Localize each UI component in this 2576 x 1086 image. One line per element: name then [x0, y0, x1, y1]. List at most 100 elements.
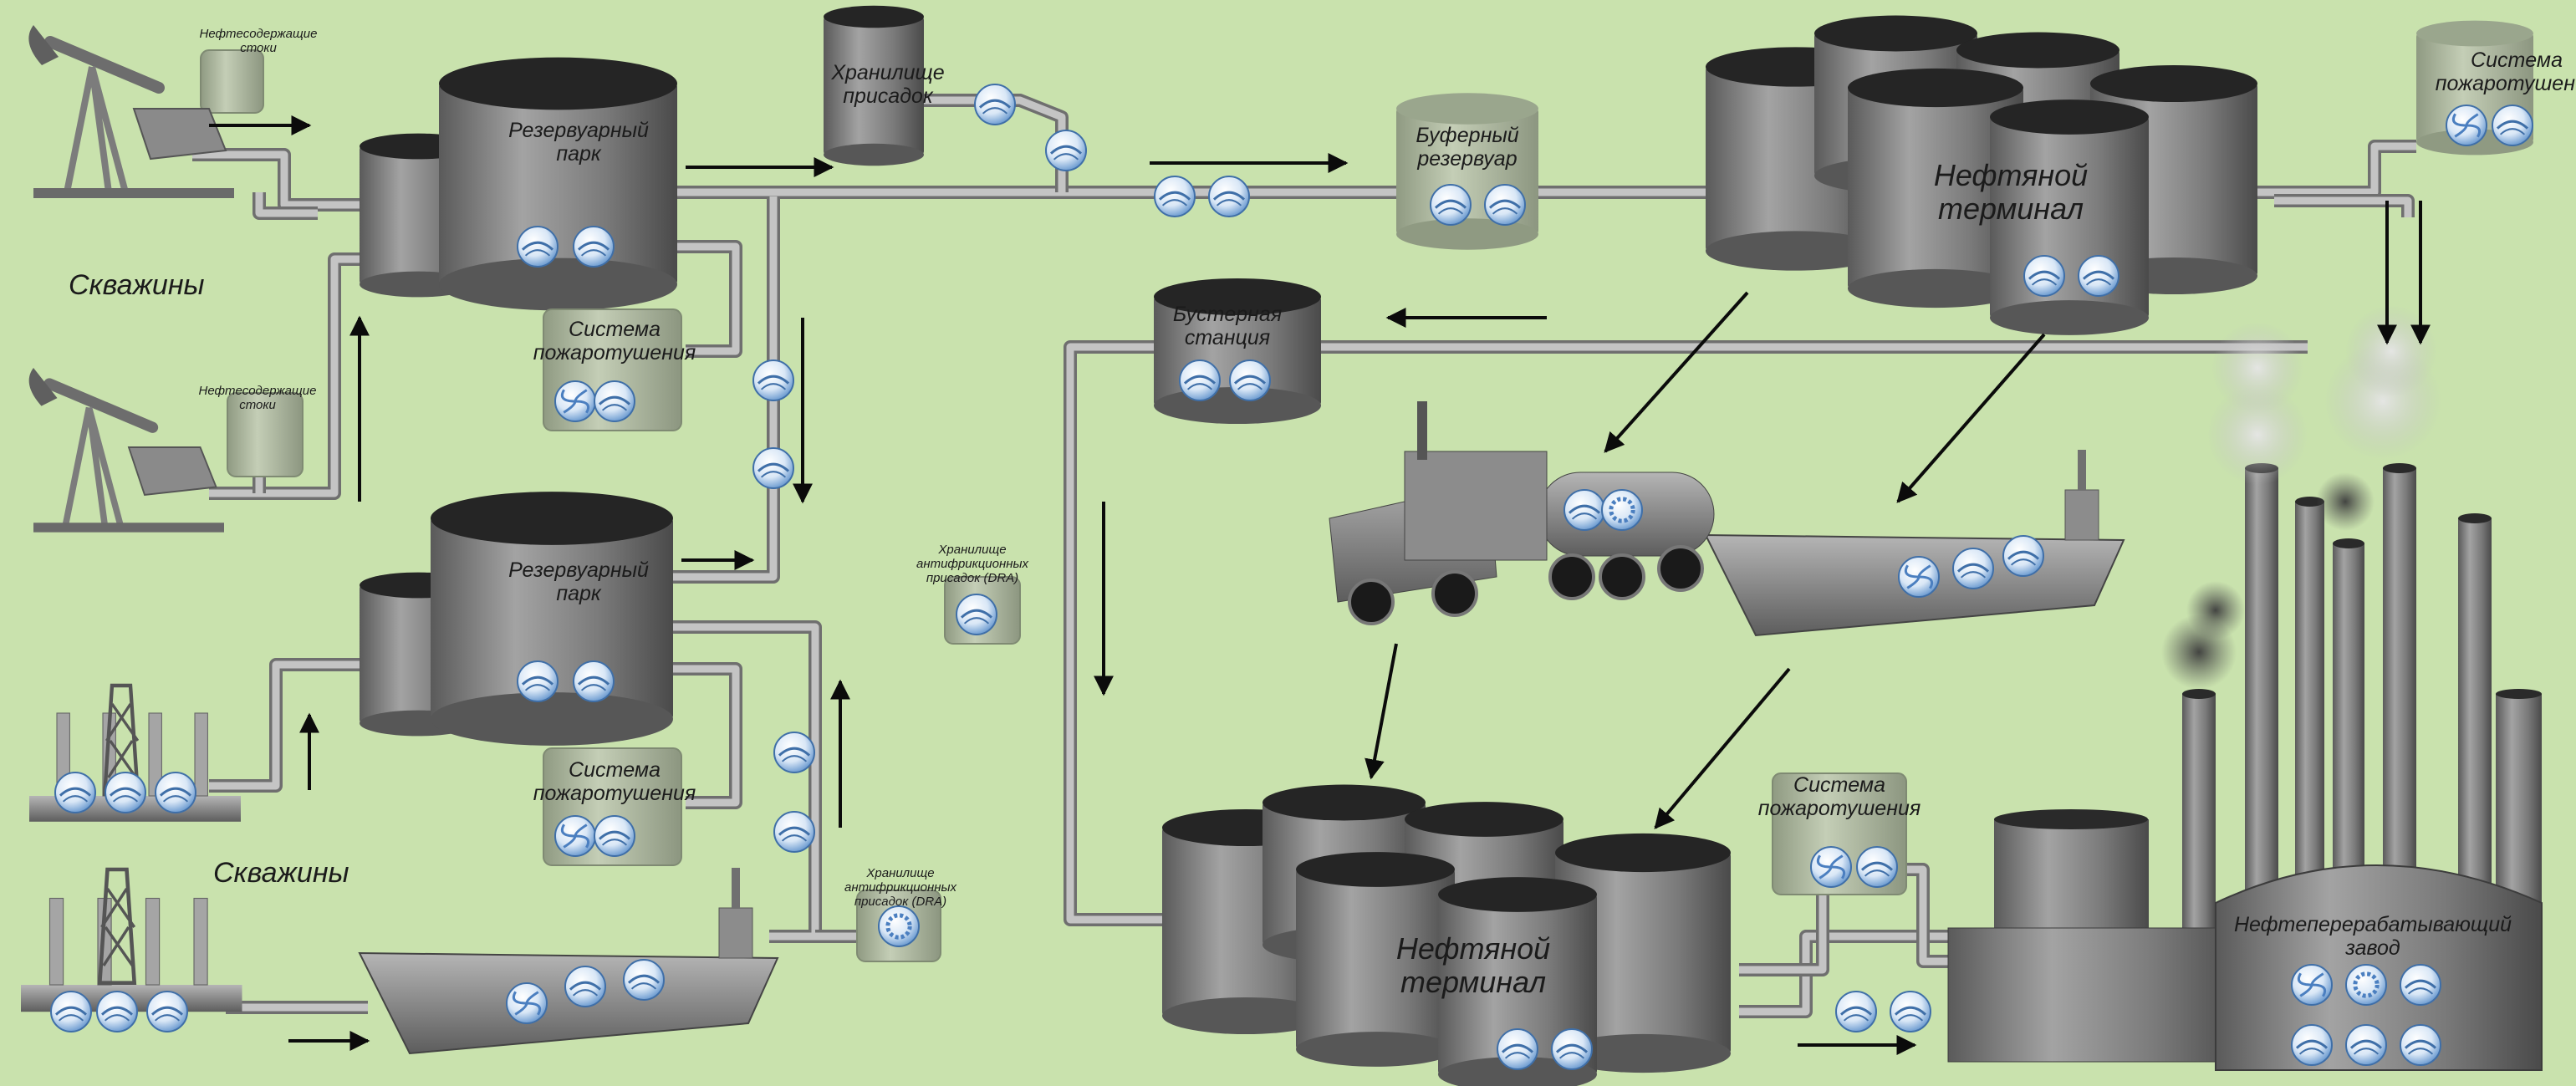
truck-wheel — [1657, 545, 1704, 592]
pump-icon — [2291, 964, 2333, 1006]
valve-disk — [573, 660, 615, 702]
valve-stripe — [1568, 504, 1601, 514]
valve-stripe — [1183, 375, 1217, 385]
valve-disk — [573, 226, 615, 268]
truck-wheel — [1548, 553, 1595, 600]
derrick-truss — [105, 703, 140, 778]
ship-bottom-left — [358, 868, 779, 1055]
valve-icon — [1484, 184, 1526, 226]
refinery-tank — [1994, 819, 2149, 945]
valve-stripe — [1434, 199, 1467, 209]
pump-blade — [1904, 564, 1920, 579]
oil-terminal-bottom-6 — [1438, 877, 1597, 1086]
valve-icon — [2291, 1024, 2333, 1066]
pipe-highlight — [209, 660, 360, 790]
valve-stripe — [978, 99, 1012, 109]
truck-wheel — [1431, 570, 1478, 617]
valve-stripe — [627, 974, 661, 984]
arrow-icon — [1896, 333, 2046, 503]
tank-top — [1956, 32, 2119, 69]
valve-disk — [1601, 489, 1643, 531]
valve-icon — [752, 447, 794, 489]
valve-icon — [623, 959, 665, 1001]
tank-top — [2416, 20, 2533, 47]
valve-icon — [1045, 130, 1087, 171]
pump-icon — [1810, 846, 1852, 888]
pumpjack-legs — [64, 65, 129, 194]
valve-disk — [2345, 964, 2387, 1006]
valve-disk — [1430, 184, 1472, 226]
valve-disk — [155, 772, 196, 813]
valve-stripe — [1571, 512, 1598, 520]
valve-icon — [1497, 1028, 1538, 1070]
equipment-group — [21, 25, 2543, 1071]
pump-icon — [2446, 105, 2487, 146]
pump-blade — [574, 389, 588, 402]
pumpjack-motor — [127, 446, 217, 497]
valve-stripe — [2407, 1048, 2434, 1055]
valve-stripe — [1492, 207, 1518, 215]
valve-icon — [2078, 255, 2119, 297]
oily-wastewater-label-bottom: Нефтесодержащие стоки — [198, 384, 317, 412]
valve-icon — [50, 991, 92, 1032]
valve-stripe — [524, 249, 551, 257]
smoke-icon — [2186, 581, 2245, 640]
tank-top — [439, 57, 677, 110]
pumpjack-head — [28, 368, 58, 406]
valve-icon — [2400, 964, 2441, 1006]
valve-stripe — [1161, 199, 1188, 206]
valve-icon — [2002, 535, 2044, 577]
arrow-icon — [1604, 291, 1749, 453]
valve-stripe — [781, 755, 808, 762]
dra-storage-label-1: Хранилище антифрикционных присадок (DRA) — [916, 543, 1029, 585]
smoke-icon — [2316, 472, 2375, 531]
tank-top — [824, 5, 924, 28]
valve-disk — [878, 905, 920, 947]
valve-group — [50, 84, 2533, 1070]
oily-wastewater-tank-2 — [227, 392, 304, 477]
valve-stripe — [2085, 278, 2112, 286]
valve-icon — [155, 772, 196, 813]
fire-system-label-3: Система пожаротушения — [1757, 773, 1921, 820]
tank-body — [1555, 853, 1731, 1053]
tank-base — [1990, 300, 2149, 335]
pump-blade — [560, 823, 576, 838]
valve-stripe — [1216, 199, 1242, 206]
valve-icon — [517, 226, 559, 268]
valve-stripe — [963, 617, 990, 625]
pump-blade — [1830, 865, 1846, 880]
valve-stripe — [2349, 1039, 2383, 1049]
ship-superstructure — [718, 907, 753, 959]
valve-stripe — [1860, 861, 1894, 871]
tank-base — [1706, 231, 1885, 271]
valve-icon — [594, 380, 635, 422]
refinery-dome — [2215, 864, 2543, 1071]
chimney-top — [2333, 538, 2364, 548]
valve-icon — [573, 660, 615, 702]
valve-icon — [2345, 1024, 2387, 1066]
valve-stripe — [2007, 550, 2040, 560]
platform-column — [194, 712, 208, 797]
valve-disk — [2291, 1024, 2333, 1066]
valve-icon — [105, 772, 146, 813]
pump-blade — [2297, 972, 2313, 987]
smoke-icon — [2345, 305, 2437, 397]
pump-icon — [1898, 556, 1940, 598]
tank-top — [1154, 278, 1321, 315]
pump-icon — [554, 815, 596, 857]
pipe-highlight — [669, 196, 778, 581]
valve-disk — [1497, 1028, 1538, 1070]
tank-top — [1396, 93, 1538, 125]
valve-disk — [773, 811, 815, 853]
oil-terminal-top-5 — [1848, 68, 2023, 308]
platform-column — [145, 897, 161, 986]
valve-stripe — [580, 684, 607, 691]
buffer-tank-label: Буферный резервуар — [1416, 124, 1519, 171]
additive-storage-label: Хранилище присадок — [831, 61, 945, 108]
pump-blade — [574, 823, 588, 837]
valve-disk — [1563, 489, 1605, 531]
refinery-label: Нефтеперерабатывающий завод — [2233, 913, 2512, 960]
valve-stripe — [569, 981, 602, 991]
valve-disk — [1179, 359, 1221, 401]
